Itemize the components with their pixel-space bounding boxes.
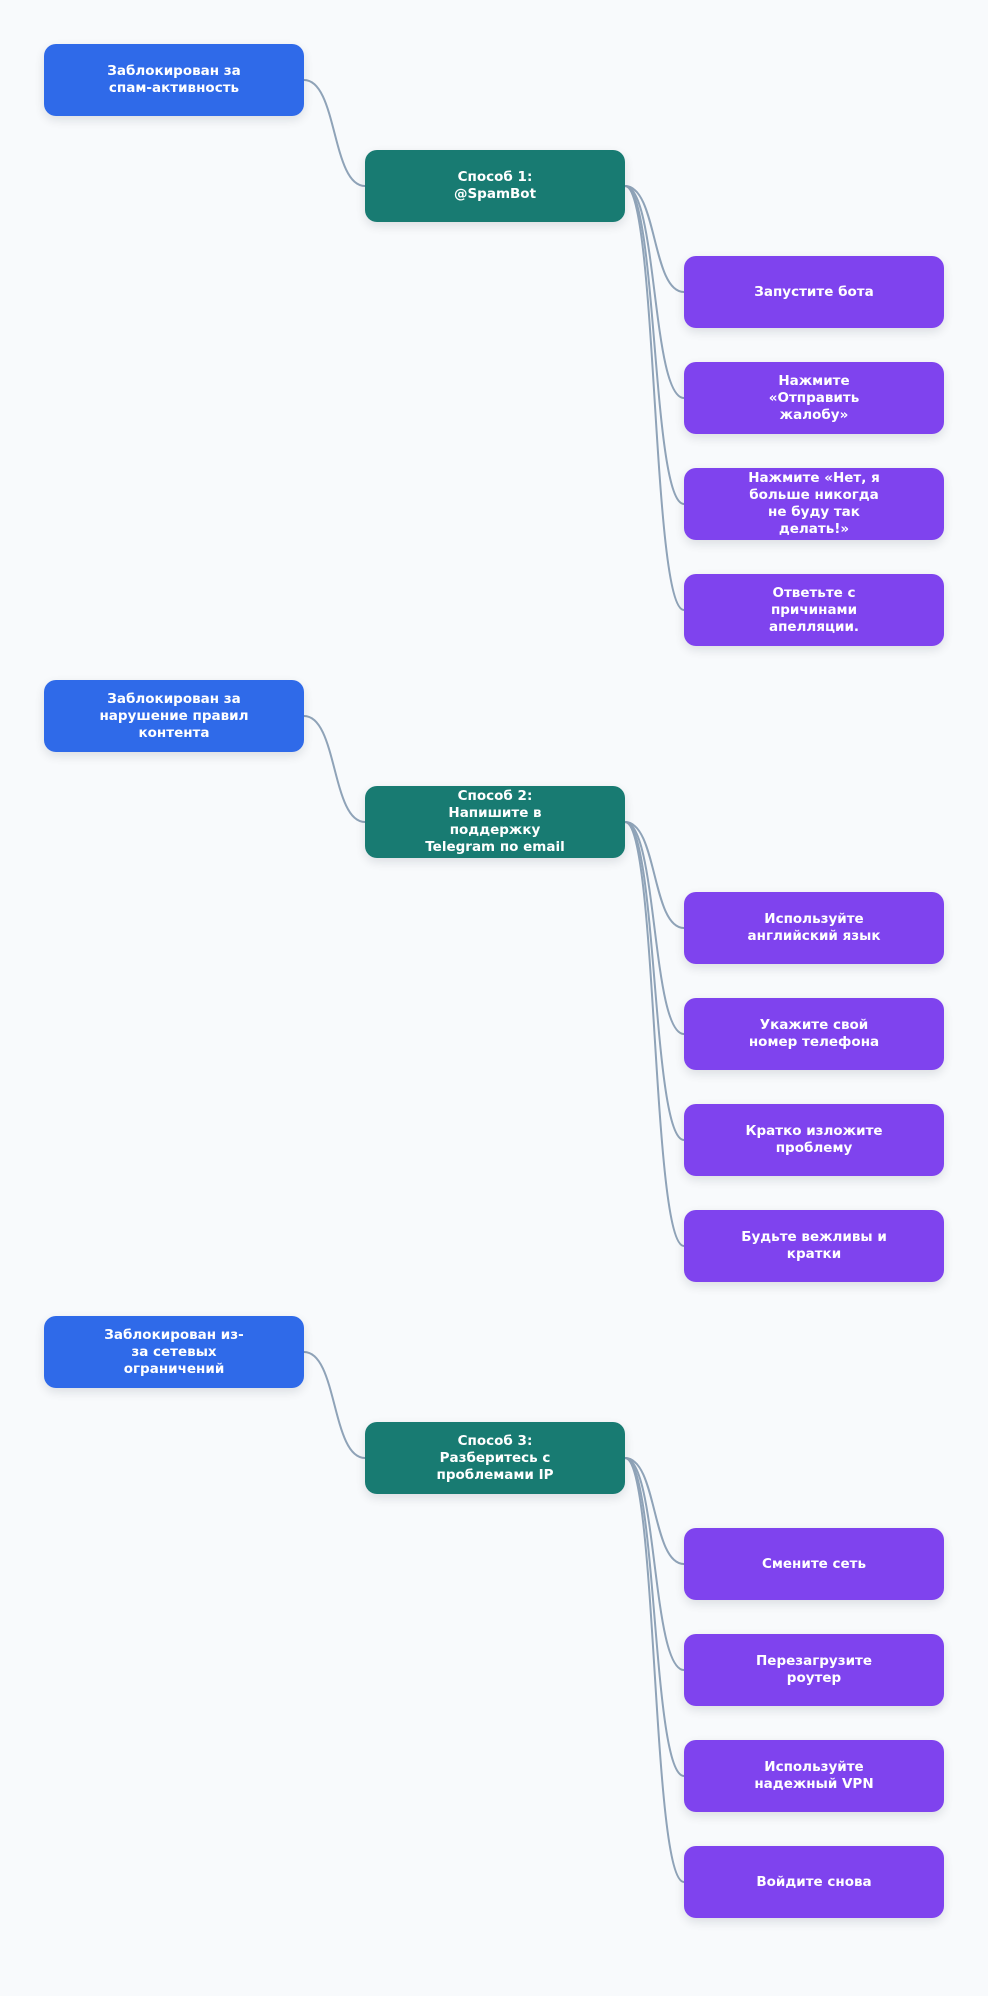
connector-method-step-3-1 xyxy=(624,1457,685,1565)
method-node-3: Способ 3: Разберитесь с проблемами IP xyxy=(365,1422,625,1494)
step-node-2-1-label: Используйте английский язык xyxy=(747,911,881,944)
step-node-3-1: Смените сеть xyxy=(684,1528,944,1600)
step-node-1-4-label: Ответьте с причинами апелляции. xyxy=(768,584,860,635)
method-node-1-label: Способ 1: @SpamBot xyxy=(453,169,537,202)
step-node-2-3: Кратко изложите проблему xyxy=(684,1104,944,1176)
method-node-1: Способ 1: @SpamBot xyxy=(365,150,625,222)
connector-method-step-2-4 xyxy=(624,821,685,1247)
connector-method-step-3-4 xyxy=(624,1457,685,1883)
step-node-1-1-label: Запустите бота xyxy=(754,283,874,300)
step-node-1-3-label: Нажмите «Нет, я больше никогда не буду т… xyxy=(748,470,880,537)
step-node-2-3-label: Кратко изложите проблему xyxy=(745,1123,883,1156)
problem-node-2: Заблокирован за нарушение правил контент… xyxy=(44,680,304,752)
step-node-3-4: Войдите снова xyxy=(684,1846,944,1918)
step-node-2-2: Укажите свой номер телефона xyxy=(684,998,944,1070)
problem-node-3: Заблокирован из-за сетевых ограничений xyxy=(44,1316,304,1388)
connector-method-step-1-3 xyxy=(624,185,685,505)
connector-method-step-3-3 xyxy=(624,1457,685,1777)
method-node-2: Способ 2: Напишите в поддержку Telegram … xyxy=(365,786,625,858)
step-node-2-4-label: Будьте вежливы и кратки xyxy=(741,1229,887,1262)
step-node-1-2: Нажмите «Отправить жалобу» xyxy=(684,362,944,434)
connector-method-step-2-2 xyxy=(624,821,685,1035)
step-node-1-2-label: Нажмите «Отправить жалобу» xyxy=(768,372,860,423)
problem-node-1-label: Заблокирован за спам-активность xyxy=(107,63,241,96)
problem-node-3-label: Заблокирован из-за сетевых ограничений xyxy=(104,1326,244,1377)
connector-method-step-1-4 xyxy=(624,185,685,611)
step-node-2-4: Будьте вежливы и кратки xyxy=(684,1210,944,1282)
step-node-1-3: Нажмите «Нет, я больше никогда не буду т… xyxy=(684,468,944,540)
connector-method-step-1-2 xyxy=(624,185,685,399)
connector-method-step-1-1 xyxy=(624,185,685,293)
step-node-3-4-label: Войдите снова xyxy=(756,1873,872,1890)
step-node-3-2-label: Перезагрузите роутер xyxy=(755,1653,873,1686)
connector-method-step-3-2 xyxy=(624,1457,685,1671)
connector-problem-method-3 xyxy=(303,1351,366,1459)
problem-node-1: Заблокирован за спам-активность xyxy=(44,44,304,116)
step-node-3-2: Перезагрузите роутер xyxy=(684,1634,944,1706)
step-node-3-3-label: Используйте надежный VPN xyxy=(754,1759,874,1792)
step-node-3-3: Используйте надежный VPN xyxy=(684,1740,944,1812)
step-node-1-1: Запустите бота xyxy=(684,256,944,328)
step-node-1-4: Ответьте с причинами апелляции. xyxy=(684,574,944,646)
problem-node-2-label: Заблокирован за нарушение правил контент… xyxy=(99,690,249,741)
connector-method-step-2-3 xyxy=(624,821,685,1141)
method-node-2-label: Способ 2: Напишите в поддержку Telegram … xyxy=(425,788,565,855)
connector-problem-method-2 xyxy=(303,715,366,823)
step-node-2-1: Используйте английский язык xyxy=(684,892,944,964)
step-node-3-1-label: Смените сеть xyxy=(761,1555,867,1572)
connector-method-step-2-1 xyxy=(624,821,685,929)
method-node-3-label: Способ 3: Разберитесь с проблемами IP xyxy=(436,1432,554,1483)
connector-problem-method-1 xyxy=(303,79,366,187)
step-node-2-2-label: Укажите свой номер телефона xyxy=(748,1017,880,1050)
